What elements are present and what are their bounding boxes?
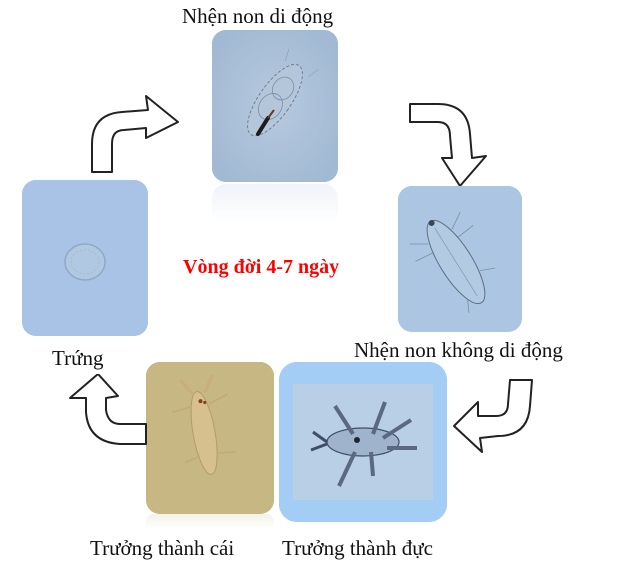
label-adult-female: Trưởng thành cái	[90, 536, 235, 560]
adult-female-image	[146, 362, 274, 514]
mobile-nymph-reflection	[212, 184, 338, 224]
egg-micrograph-icon	[22, 180, 148, 336]
immobile-nymph-image	[398, 186, 522, 332]
label-mobile-nymph: Nhện non di động	[182, 4, 334, 28]
adult-male-image	[279, 362, 447, 522]
adult-female-micrograph-icon	[146, 362, 274, 514]
life-cycle-title: Vòng đời 4-7 ngày	[183, 256, 340, 278]
mobile-nymph-image	[212, 30, 338, 182]
label-egg: Trứng	[52, 346, 104, 370]
adult-male-micrograph-icon	[279, 362, 447, 522]
curved-arrow-right-icon	[82, 92, 192, 182]
label-immobile-nymph: Nhện non không di động	[354, 338, 563, 362]
adult-female-reflection	[146, 514, 274, 530]
immobile-nymph-micrograph-icon	[398, 186, 522, 332]
curved-arrow-left-icon	[446, 374, 546, 458]
curved-arrow-up-icon	[58, 374, 158, 474]
label-adult-male: Trưởng thành đực	[282, 536, 433, 560]
egg-image	[22, 180, 148, 336]
curved-arrow-down-icon	[402, 94, 512, 194]
mobile-nymph-micrograph-icon	[212, 30, 338, 182]
